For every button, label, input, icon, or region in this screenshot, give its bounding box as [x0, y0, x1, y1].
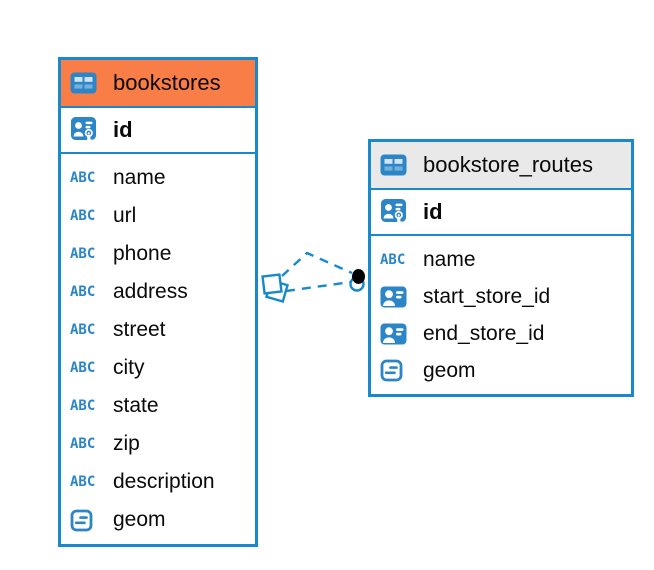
table-header[interactable]: bookstores — [61, 60, 255, 108]
table-bookstore-routes[interactable]: bookstore_routes id ABC — [368, 139, 634, 397]
geometry-type-icon — [380, 359, 414, 382]
text-type-icon: ABC — [70, 284, 96, 300]
column-name: geom — [423, 358, 476, 382]
table-title: bookstores — [113, 70, 221, 95]
relationship-target-anchor[interactable] — [349, 269, 366, 292]
text-type-icon: ABC — [70, 398, 96, 414]
column-row[interactable]: ABC name — [70, 159, 246, 197]
text-type-icon: ABC — [70, 170, 96, 186]
geometry-type-icon — [70, 509, 104, 532]
column-name: end_store_id — [423, 321, 545, 345]
relationship-line-lower[interactable] — [285, 280, 352, 293]
text-type-icon: ABC — [70, 208, 96, 224]
column-name: geom — [113, 508, 166, 531]
column-row[interactable]: ABC street — [70, 311, 246, 349]
primary-key-row[interactable]: id — [61, 108, 255, 154]
column-name: city — [113, 356, 145, 379]
text-type-icon: ABC — [70, 246, 96, 262]
reference-icon — [380, 286, 414, 308]
reference-icon — [380, 323, 414, 345]
text-type-icon: ABC — [70, 360, 96, 376]
primary-key-name: id — [113, 117, 133, 142]
table-header[interactable]: bookstore_routes — [371, 142, 631, 190]
primary-key-row[interactable]: id — [371, 190, 631, 236]
primary-key-icon — [380, 198, 414, 226]
column-name: name — [113, 166, 166, 189]
column-row[interactable]: ABC name — [380, 241, 622, 278]
column-row[interactable]: ABC address — [70, 273, 246, 311]
column-row[interactable]: ABC city — [70, 349, 246, 387]
column-name: url — [113, 204, 137, 227]
column-name: address — [113, 280, 188, 303]
column-row[interactable]: ABC phone — [70, 235, 246, 273]
column-list: ABC name ABC url ABC phone ABC address A… — [61, 154, 255, 544]
table-icon — [380, 154, 414, 176]
column-name: state — [113, 394, 159, 417]
text-type-icon: ABC — [380, 251, 406, 268]
relationship-line-upper[interactable] — [281, 251, 353, 277]
column-name: phone — [113, 242, 172, 265]
column-row[interactable]: ABC url — [70, 197, 246, 235]
column-row[interactable]: ABC zip — [70, 425, 246, 463]
column-row[interactable]: geom — [70, 501, 246, 539]
column-name: street — [113, 318, 166, 341]
table-title: bookstore_routes — [423, 152, 593, 177]
column-row[interactable]: ABC description — [70, 463, 246, 501]
column-name: description — [113, 470, 215, 493]
column-name: zip — [113, 432, 140, 455]
primary-key-name: id — [423, 199, 443, 224]
text-type-icon: ABC — [70, 474, 96, 490]
column-row[interactable]: ABC state — [70, 387, 246, 425]
column-list: ABC name start_store_id — [371, 236, 631, 394]
column-name: name — [423, 247, 476, 271]
column-row[interactable]: end_store_id — [380, 315, 622, 352]
primary-key-icon — [70, 116, 104, 144]
text-type-icon: ABC — [70, 322, 96, 338]
column-row[interactable]: geom — [380, 352, 622, 389]
column-name: start_store_id — [423, 284, 551, 308]
table-icon — [70, 72, 104, 94]
relationship-source-anchor[interactable] — [261, 273, 289, 303]
table-bookstores[interactable]: bookstores id ABC — [58, 57, 258, 547]
text-type-icon: ABC — [70, 436, 96, 452]
column-row[interactable]: start_store_id — [380, 278, 622, 315]
